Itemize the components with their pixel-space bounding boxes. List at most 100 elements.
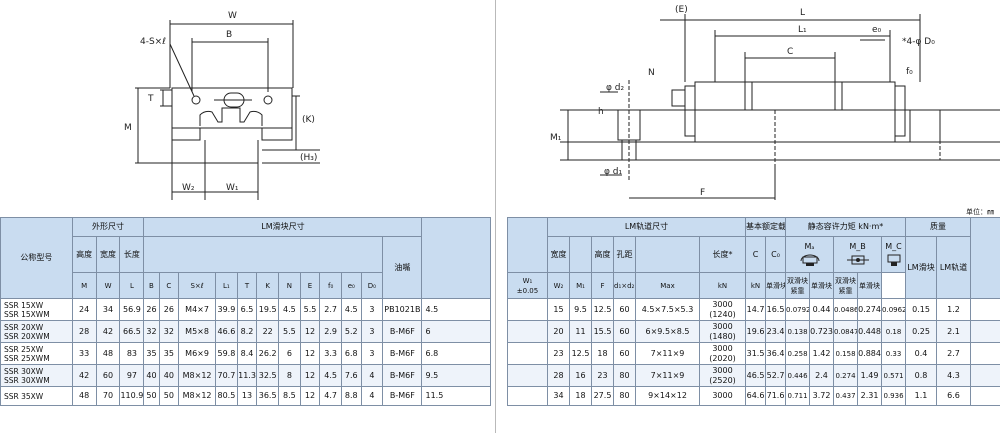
cross-section-drawing: W B 4-S×ℓ T M (K) (H₃) W₂ W₁ — [0, 0, 500, 205]
side-view-drawing: (E) L L₁ e₀ *4-φ D₀ C N φ d₂ f₀ h M₁ φ d… — [500, 0, 1000, 205]
cell-length: 3000(2020) — [698, 342, 747, 365]
header-sym-E: E — [299, 272, 321, 299]
cell-rail-mass: 2.7 — [936, 342, 972, 365]
cell-block-mass: 0.15 — [905, 298, 938, 321]
cell-C: 31.5 — [745, 342, 767, 365]
table-row: 20 11 15.5 60 6×9.5×8.5 3000(1480) 19.6 … — [507, 320, 1000, 343]
dim-label-K: (K) — [302, 115, 315, 125]
cell-K: 22 — [256, 320, 280, 343]
header-max: Max — [635, 272, 700, 299]
table-row: 23 12.5 18 60 7×11×9 3000(2020) 31.5 36.… — [507, 342, 1000, 365]
cell-MA2: 1.42 — [809, 342, 835, 365]
cell-N: 6 — [278, 342, 301, 365]
cell-rail-mass: 1.2 — [936, 298, 972, 321]
cell-length: 3000(2520) — [698, 364, 747, 387]
cell-W1: 23 — [547, 342, 570, 365]
header-outer: 外形尺寸 — [71, 217, 145, 237]
header-F: F — [591, 272, 614, 299]
cell-grease: PB1021B — [382, 298, 423, 321]
dim-label-C: C — [787, 47, 793, 57]
cell-rail-mass: 6.6 — [936, 386, 972, 406]
cell-M: 24 — [71, 298, 97, 321]
dim-label-d2: φ d₂ — [606, 83, 625, 93]
cell-W1: 20 — [547, 320, 570, 343]
cell-M: 33 — [71, 342, 97, 365]
cell-grease: B-M6F — [382, 342, 423, 365]
cell-MB2: 0.448 — [857, 320, 883, 343]
cell-K: 19.5 — [256, 298, 280, 321]
cell-length: 3000(1480) — [698, 320, 747, 343]
moment-c-icon — [887, 254, 901, 266]
header-rail-width: 宽度 — [547, 236, 570, 273]
cell-S: M8×12 — [178, 386, 217, 406]
header-kN-2: kN — [745, 272, 767, 299]
cell-L: 110.9 — [119, 386, 145, 406]
cell-M1: 27.5 — [591, 386, 614, 406]
cell-e0: 6.8 — [341, 342, 362, 365]
cell-f0: 2.9 — [319, 320, 342, 343]
cell-rail-mass: 2.1 — [936, 320, 972, 343]
side-view-svg: (E) L L₁ e₀ *4-φ D₀ C N φ d₂ f₀ h M₁ φ d… — [550, 5, 1000, 200]
header-double-a: 双滑块紧靠 — [785, 272, 811, 299]
cell-C0: 52.7 — [765, 364, 787, 387]
header-rail-w2 — [569, 236, 592, 273]
dim-label-e0: e₀ — [872, 25, 882, 35]
cell-E: 12 — [299, 320, 321, 343]
header-sym-L1: L₁ — [215, 272, 238, 299]
header-rail-pitch: 孔距 — [613, 236, 636, 273]
table-row: 34 18 27.5 80 9×14×12 3000 64.6 71.6 0.7… — [507, 386, 1000, 406]
header-MB: M_B — [833, 236, 883, 273]
cell-block-mass: 1.1 — [905, 386, 938, 406]
cell-W2: 18 — [569, 386, 592, 406]
cell-W: 60 — [95, 364, 121, 387]
cell-MC1: 0.571 — [881, 364, 907, 387]
header-model: 公称型号 — [0, 217, 73, 299]
cell-hole: 7×11×9 — [635, 364, 700, 387]
cell-W2: 9.5 — [569, 298, 592, 321]
header-blank — [421, 217, 491, 299]
header-sym-D0: D₀ — [360, 272, 384, 299]
cell-tail — [970, 320, 1000, 343]
header-double-b: 双滑块紧靠 — [833, 272, 859, 299]
cell-S: M8×12 — [178, 364, 217, 387]
dim-label-h: h — [598, 107, 604, 117]
cell-H3: 6.8 — [421, 342, 491, 365]
header-sym-S: S×ℓ — [178, 272, 217, 299]
cell-rail-mass: 4.3 — [936, 364, 972, 387]
header-rail-height: 高度 — [591, 236, 614, 273]
cell-hole: 9×14×12 — [635, 386, 700, 406]
block-dimensions-table: 公称型号 外形尺寸 LM滑块尺寸 高度 宽度 长度 油嘴 M W L B C S… — [0, 217, 491, 406]
cell-T: 13 — [236, 386, 258, 406]
header-right-tail — [970, 217, 1000, 299]
cell-MA2: 0.44 — [809, 298, 835, 321]
cell-W: 34 — [95, 298, 121, 321]
cell-B: 32 — [143, 320, 160, 343]
page-divider — [495, 0, 496, 433]
cell-MB2: 1.49 — [857, 364, 883, 387]
cell-K: 32.5 — [256, 364, 280, 387]
cell-M1: 12.5 — [591, 298, 614, 321]
header-lm-rail: LM轨道 — [936, 236, 972, 299]
cell-B: 40 — [143, 364, 160, 387]
table-row: 15 9.5 12.5 60 4.5×7.5×5.3 3000(1240) 14… — [507, 298, 1000, 321]
cell-W1: 34 — [547, 386, 570, 406]
header-single-a: 单滑块 — [765, 272, 787, 299]
header-C: C — [745, 236, 767, 273]
header-sym-B: B — [143, 272, 160, 299]
cell-D0: 4 — [360, 364, 384, 387]
cell-F: 60 — [613, 320, 636, 343]
cell-S: M4×7 — [178, 298, 217, 321]
header-rail-length: 长度* — [698, 236, 747, 273]
cell-C: 40 — [158, 364, 180, 387]
cell-MA1: 0.0792 — [785, 298, 811, 321]
header-sym-C: C — [158, 272, 180, 299]
cell-W2: 12.5 — [569, 342, 592, 365]
cell-C0: 23.4 — [765, 320, 787, 343]
dim-label-B: B — [226, 30, 232, 40]
cell-B: 50 — [143, 386, 160, 406]
dim-label-F: F — [700, 188, 705, 198]
cell-W2: 11 — [569, 320, 592, 343]
